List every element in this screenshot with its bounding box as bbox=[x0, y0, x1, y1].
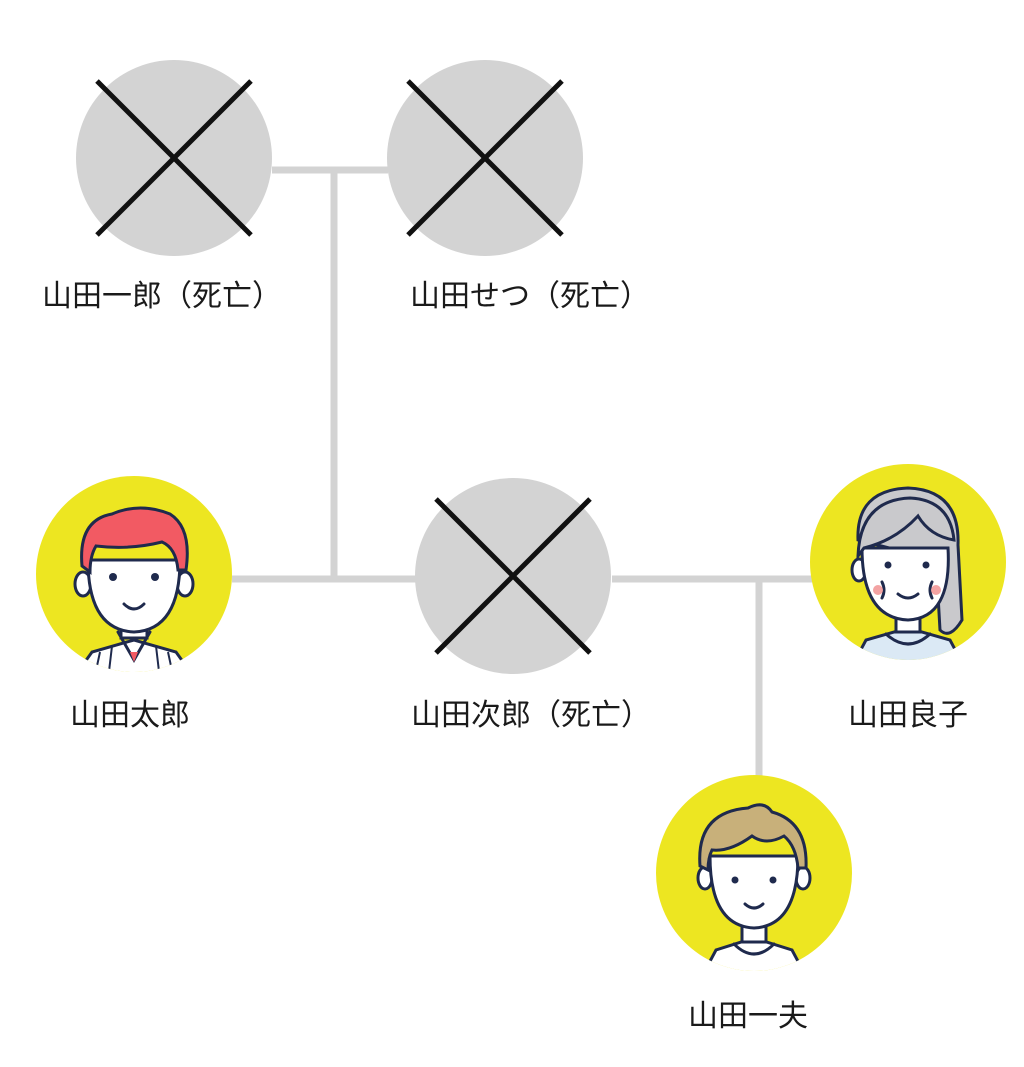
young-man-red-hair-avatar-icon bbox=[69, 506, 199, 672]
person-jiro: 山田次郎（死亡） bbox=[411, 478, 651, 733]
person-name-label: 山田せつ（死亡） bbox=[410, 279, 650, 314]
person-name-label: 山田一夫 bbox=[688, 999, 808, 1034]
young-man-blond-hair-avatar-icon bbox=[696, 803, 812, 971]
cross-mark-icon bbox=[406, 79, 564, 237]
connector-lines bbox=[232, 166, 812, 778]
person-name-label: 山田良子 bbox=[848, 698, 968, 733]
cross-mark-icon bbox=[95, 79, 253, 237]
person-ichiro: 山田一郎（死亡） bbox=[42, 60, 282, 314]
person-kazuo: 山田一夫 bbox=[656, 775, 852, 1034]
person-setsu: 山田せつ（死亡） bbox=[387, 60, 650, 314]
person-yoshiko: 山田良子 bbox=[810, 464, 1006, 733]
person-name-label: 山田太郎 bbox=[70, 698, 190, 733]
person-name-label: 山田次郎（死亡） bbox=[411, 698, 651, 733]
elderly-woman-gray-hair-avatar-icon bbox=[847, 486, 969, 660]
person-name-label: 山田一郎（死亡） bbox=[42, 279, 282, 314]
person-taro: 山田太郎 bbox=[36, 476, 232, 733]
cross-mark-icon bbox=[434, 497, 592, 655]
